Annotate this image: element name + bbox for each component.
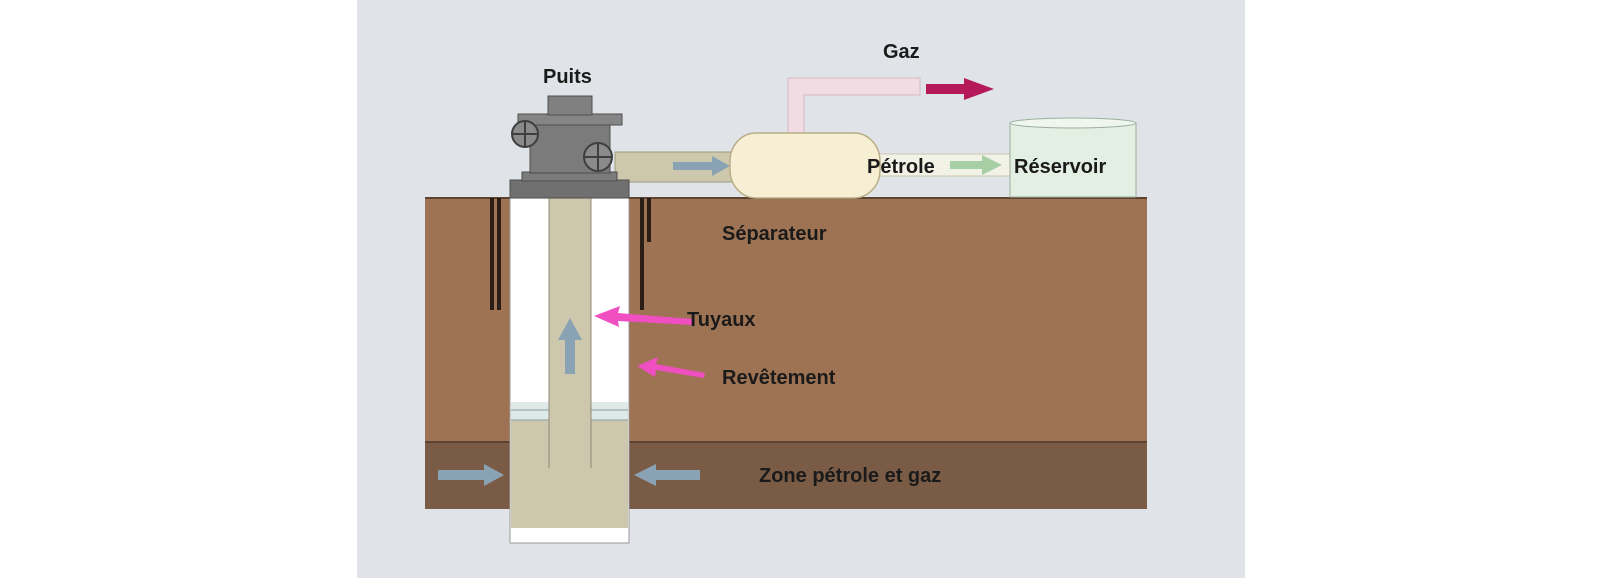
label-tuyaux: Tuyaux (687, 309, 756, 331)
surface-casing-rod (647, 198, 651, 242)
surface-casing-rod (490, 198, 494, 310)
label-puits: Puits (543, 66, 592, 88)
inflow-arrow-left (438, 464, 504, 486)
separator (729, 132, 881, 199)
upflow-arrow (558, 318, 582, 374)
valve-wheel-icon (583, 142, 613, 172)
label-separateur: Séparateur (722, 223, 827, 245)
revetement-pointer-arrow (637, 357, 705, 378)
label-gaz: Gaz (883, 41, 920, 63)
label-reservoir: Réservoir (1014, 156, 1106, 178)
surface-casing-rod (640, 198, 644, 310)
oil-arrow (950, 155, 1002, 175)
label-zone-petrole-gaz: Zone pétrole et gaz (759, 465, 941, 487)
tuyaux-pointer-arrow (594, 306, 692, 327)
wellhead (509, 95, 630, 199)
gas-arrow (926, 78, 994, 100)
inflow-arrow-right (634, 464, 700, 486)
surface-casing-rod (497, 198, 501, 310)
label-revetement: Revêtement (722, 367, 836, 389)
valve-wheel-icon (511, 120, 539, 148)
reservoir-tank (1009, 117, 1137, 198)
pipe-flow-arrow (673, 156, 730, 176)
label-petrole: Pétrole (867, 156, 935, 178)
